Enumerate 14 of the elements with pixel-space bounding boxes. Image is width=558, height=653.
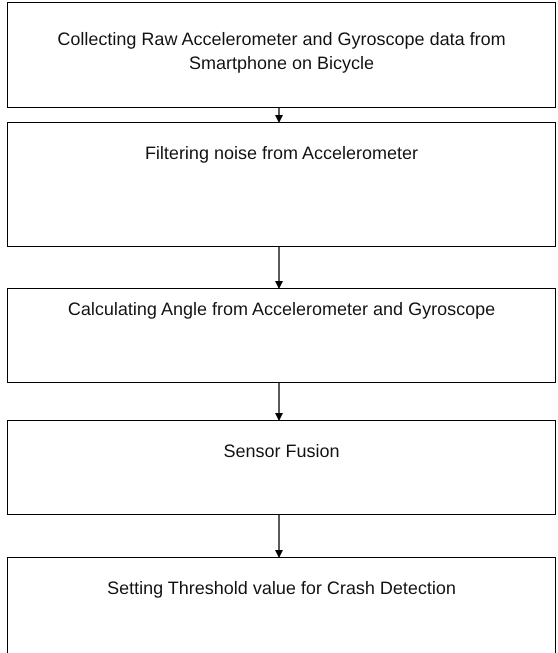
process-box [7,122,556,247]
arrow [275,247,283,289]
box-label: Filtering noise from Accelerometer [144,142,418,165]
arrow [275,108,283,123]
box-label: Calculating Angle from Accelerometer and Gyroscope [68,298,496,321]
box-label: Setting Threshold value for Crash Detection [107,577,456,600]
process-box [7,557,556,653]
process-box [7,2,556,108]
process-box [7,420,556,515]
process-box [7,288,556,383]
arrow [275,383,283,421]
box-label: Sensor Fusion [223,440,340,463]
arrow [275,515,283,558]
box-label: Collecting Raw Accelerometer and Gyroscope data from Smartphone on Bicycle [56,28,507,75]
